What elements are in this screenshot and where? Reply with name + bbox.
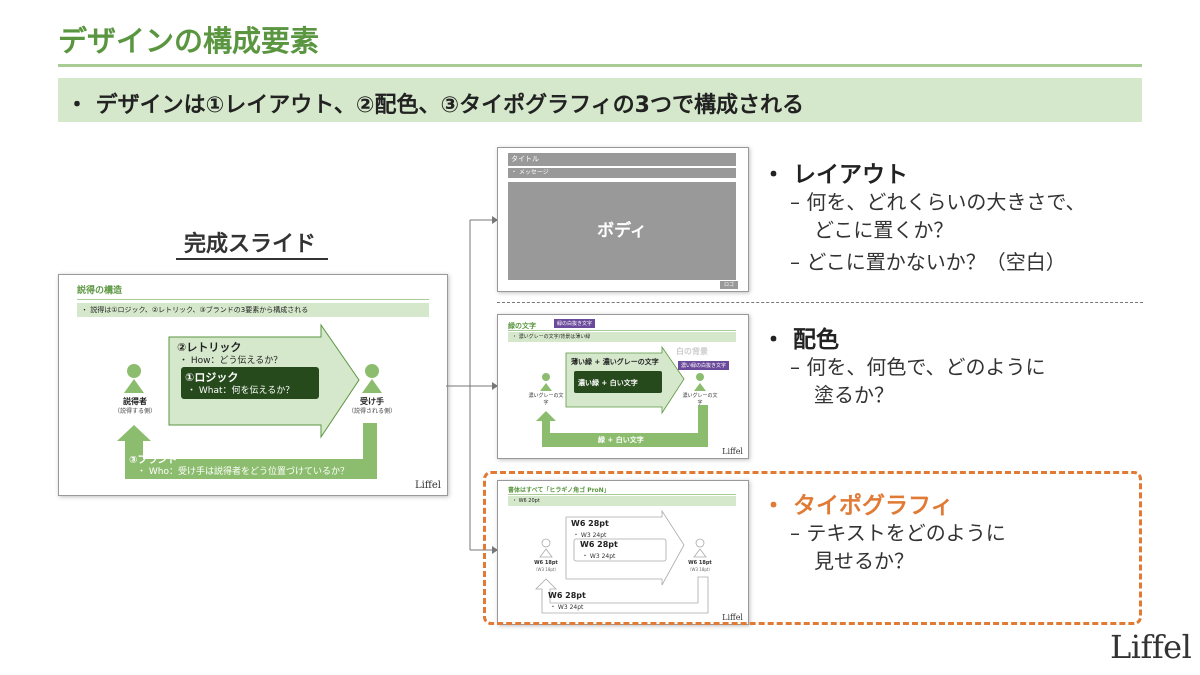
typo-box2-main: W6 28pt	[580, 540, 618, 549]
color-tag-2: 濃い緑の白抜き文字	[678, 361, 730, 370]
receiver-sub: （説得される側）	[347, 408, 396, 415]
message-bar	[58, 78, 1142, 122]
persuasion-diagram	[117, 323, 382, 479]
completed-slide-thumbnail: 説得の構造 ・ 説得は①ロジック、②レトリック、③ブランドの3要素から構成される…	[58, 274, 448, 496]
layout-body-block: ボディ	[508, 182, 736, 280]
bullet-layout-1b: どこに置くか？	[814, 218, 954, 242]
typo-thumb-logo: Liffel	[722, 613, 743, 622]
bullet-layout-2: – どこに置かないか？（空白）	[790, 250, 1066, 274]
rhetoric-label: ②レトリック	[177, 341, 242, 354]
color-bg-label: 白の背景	[676, 347, 708, 356]
typo-thumb-message: ・ W6 20pt	[508, 496, 736, 506]
typo-diagram	[535, 509, 709, 614]
color-thumb-logo: Liffel	[722, 447, 743, 456]
thumb-message: ・ 説得は①ロジック、②レトリック、③ブランドの3要素から構成される	[77, 303, 429, 317]
bullet-typography-1b: 見せるか？	[814, 549, 914, 573]
persuader-sub: （説得する側）	[113, 408, 156, 415]
layout-logo-block: ロゴ	[720, 281, 738, 289]
color-arrow1-text: 薄い緑 + 濃いグレーの文字	[571, 358, 659, 366]
logic-sub: ・ What：何を伝えるか？	[187, 386, 295, 396]
bullet-typography-heading: ・ タイポグラフィ	[762, 493, 954, 519]
bullet-layout-1a: – 何を、どれくらいの大きさで、	[790, 190, 1086, 214]
typo-right-sub: （W3 18pt）	[687, 567, 713, 572]
color-thumb-rule	[508, 330, 736, 331]
liffel-logo: Liffel	[1110, 628, 1192, 666]
typo-box2-sub: ・ W3 24pt	[582, 553, 616, 560]
thumb-title-rule	[77, 299, 429, 300]
typo-box3-sub: ・ W3 24pt	[550, 604, 584, 611]
layout-thumbnail: タイトル ・ メッセージ ボディ ロゴ	[497, 147, 749, 292]
persuader-label: 説得者	[123, 397, 147, 406]
completed-slide-underline	[176, 258, 328, 260]
connector-arrows	[446, 216, 498, 554]
color-thumb-message: ・ 濃いグレーの文字/背景は薄い緑	[508, 332, 736, 342]
color-left-label: 濃いグレーの文字	[528, 393, 564, 406]
typo-box3-main: W6 28pt	[548, 591, 586, 600]
color-diagram	[536, 345, 708, 447]
message-text: ・ デザインは①レイアウト、②配色、③タイポグラフィの3つで構成される	[66, 93, 804, 118]
color-thumb-title: 緑の文字	[508, 322, 536, 330]
layout-message-block: ・ メッセージ	[508, 168, 736, 178]
section-separator	[497, 302, 1143, 303]
rhetoric-sub: ・ How：どう伝えるか？	[179, 356, 283, 366]
completed-slide-label: 完成スライド	[183, 232, 316, 257]
typo-thumb-rule	[508, 494, 736, 495]
typo-right-main: W6 18pt	[688, 560, 712, 566]
typo-box1-main: W6 28pt	[571, 519, 609, 528]
receiver-label: 受け手	[360, 397, 384, 406]
typography-thumbnail: 書体はすべて「ヒラギノ角ゴ ProN」 ・ W6 20pt W6 28pt ・ …	[497, 480, 749, 625]
bullet-color-1a: – 何を、何色で、どのように	[790, 355, 1046, 379]
color-tag-1: 緑の白抜き文字	[554, 319, 596, 328]
color-right-label: 濃いグレーの文字	[682, 393, 718, 406]
brand-sub: ・ Who：受け手は説得者をどう位置づけているか？	[137, 467, 349, 477]
page-title: デザインの構成要素	[58, 24, 320, 58]
bullet-typography-1a: – テキストをどのように	[790, 521, 1006, 545]
brand-label: ③ブランド	[129, 455, 178, 466]
typo-box1-sub: ・ W3 24pt	[573, 532, 607, 539]
typo-left-sub: （W3 18pt）	[533, 567, 559, 572]
bullet-color-1b: 塗るか？	[814, 383, 894, 407]
bullet-color-heading: ・ 配色	[762, 327, 840, 353]
typography-highlight-frame	[483, 471, 1142, 625]
typo-left-main: W6 18pt	[534, 560, 558, 566]
layout-title-block: タイトル	[508, 153, 736, 166]
color-arrow2-text: 濃い緑 + 白い文字	[578, 379, 638, 387]
typo-thumb-title: 書体はすべて「ヒラギノ角ゴ ProN」	[508, 487, 610, 494]
bullet-layout-heading: ・ レイアウト	[762, 162, 909, 188]
thumb-title: 説得の構造	[77, 286, 123, 296]
color-bottom-text: 緑 + 白い文字	[598, 436, 644, 444]
logic-label: ①ロジック	[185, 371, 239, 384]
thumb-liffel-logo: Liffel	[414, 480, 441, 491]
color-thumbnail: 緑の文字 緑の白抜き文字 ・ 濃いグレーの文字/背景は薄い緑 白の背景 濃い緑の…	[497, 314, 749, 459]
title-divider	[58, 64, 1142, 67]
